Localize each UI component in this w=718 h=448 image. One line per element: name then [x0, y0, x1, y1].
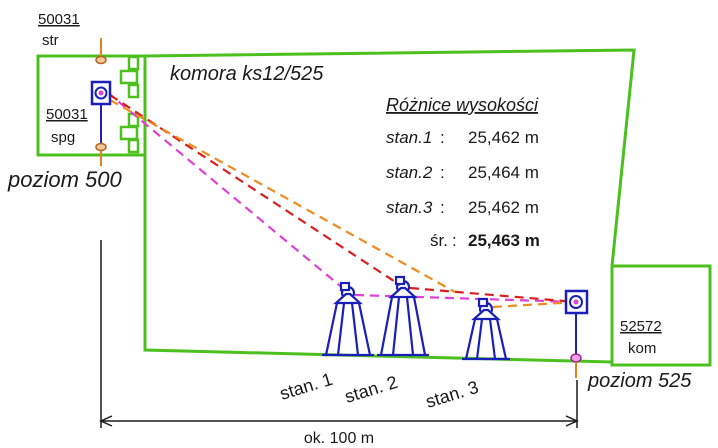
leveling-staff-right [564, 289, 589, 378]
sight-lines-station-2 [109, 94, 577, 304]
leveling-staff-left [90, 38, 112, 166]
results-heading: Różnice wysokości [386, 95, 539, 115]
benchmark-spg-code: spg [51, 129, 75, 146]
benchmark-top-code: str [42, 32, 59, 49]
result-row-sep-3: : [440, 198, 445, 217]
benchmark-marker-kom [570, 353, 582, 363]
station-label-2: stan. 2 [342, 372, 400, 407]
result-row-label-2: stan.2 [386, 163, 433, 182]
result-row-label-1: stan.1 [386, 128, 432, 147]
distance-label: ok. 100 m [304, 430, 374, 447]
result-mean-sep: : [452, 231, 457, 250]
result-mean-label: śr. [430, 231, 448, 250]
result-row-value-1: 25,462 m [468, 128, 539, 147]
distance-dimension [99, 240, 579, 428]
chamber-title: komora ks12/525 [170, 63, 324, 85]
result-mean-value: 25,463 m [468, 231, 540, 250]
benchmark-kom-number: 52572 [620, 318, 662, 335]
sight-lines-station-3 [109, 99, 577, 309]
benchmark-marker-top [95, 55, 107, 65]
result-row-sep-2: : [440, 163, 445, 182]
instrument-station-2 [377, 275, 429, 357]
station-label-3: stan. 3 [423, 377, 481, 412]
benchmark-top-number: 50031 [38, 11, 80, 28]
result-row-label-3: stan.3 [386, 198, 433, 217]
benchmark-kom-code: kom [628, 340, 656, 357]
result-row-value-3: 25,462 m [468, 198, 539, 217]
level-right-label: poziom 525 [587, 370, 692, 392]
instrument-station-3 [462, 297, 510, 361]
benchmark-marker-spg [95, 142, 107, 152]
station-label-1: stan. 1 [277, 369, 335, 404]
lower-level-chamber [610, 264, 712, 367]
result-row-sep-1: : [440, 128, 445, 147]
results-panel: Różnice wysokości stan.1 : 25,462 m stan… [386, 95, 540, 250]
result-row-value-2: 25,464 m [468, 163, 539, 182]
instrument-station-1 [322, 281, 374, 357]
level-left-label: poziom 500 [7, 167, 123, 192]
mine-outline [36, 48, 712, 367]
benchmark-spg-number: 50031 [46, 106, 88, 123]
sight-lines-station-1 [106, 91, 577, 304]
